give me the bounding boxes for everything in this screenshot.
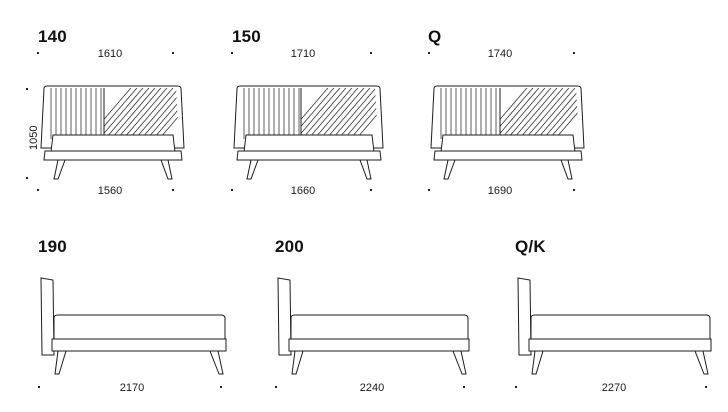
dim-dot <box>370 189 373 192</box>
figure-heading-150: 150 <box>232 27 261 46</box>
figure-heading-qk: Q/K <box>515 237 546 256</box>
top-dimension-1610: 1610 <box>97 48 123 60</box>
bottom-dimension-2240: 2240 <box>359 382 385 394</box>
dim-dot <box>428 52 431 55</box>
bed-front-view-150 <box>229 82 389 180</box>
dim-dot <box>573 52 576 55</box>
top-dimension-1710: 1710 <box>290 48 316 60</box>
dim-dot <box>26 177 29 180</box>
figure-heading-140: 140 <box>38 27 67 46</box>
dim-dot <box>26 88 29 91</box>
dim-dot <box>463 386 466 389</box>
dim-dot <box>231 189 234 192</box>
dim-dot <box>370 52 373 55</box>
dim-dot <box>275 386 278 389</box>
dim-dot <box>38 386 41 389</box>
figure-heading-200: 200 <box>275 237 304 256</box>
bed-side-view-200 <box>275 277 471 375</box>
dim-dot <box>231 52 234 55</box>
bottom-dimension-2270: 2270 <box>601 382 627 394</box>
dim-dot <box>172 52 175 55</box>
bottom-dimension-1660: 1660 <box>290 185 316 197</box>
top-dimension-1740: 1740 <box>487 48 513 60</box>
bottom-dimension-1690: 1690 <box>487 185 513 197</box>
figure-heading-190: 190 <box>38 237 67 256</box>
bottom-dimension-1560: 1560 <box>97 185 123 197</box>
dim-dot <box>428 189 431 192</box>
bed-front-view-140 <box>36 82 190 180</box>
bed-side-view-qk <box>515 277 713 375</box>
dim-dot <box>37 189 40 192</box>
dim-dot <box>573 189 576 192</box>
figure-heading-q: Q <box>428 27 442 46</box>
bed-side-view-190 <box>38 277 228 375</box>
dim-dot <box>515 386 518 389</box>
bed-front-view-q <box>426 82 590 180</box>
dim-dot <box>220 386 223 389</box>
bottom-dimension-2170: 2170 <box>119 382 145 394</box>
dim-dot <box>172 189 175 192</box>
dim-dot <box>37 52 40 55</box>
dim-dot <box>705 386 708 389</box>
